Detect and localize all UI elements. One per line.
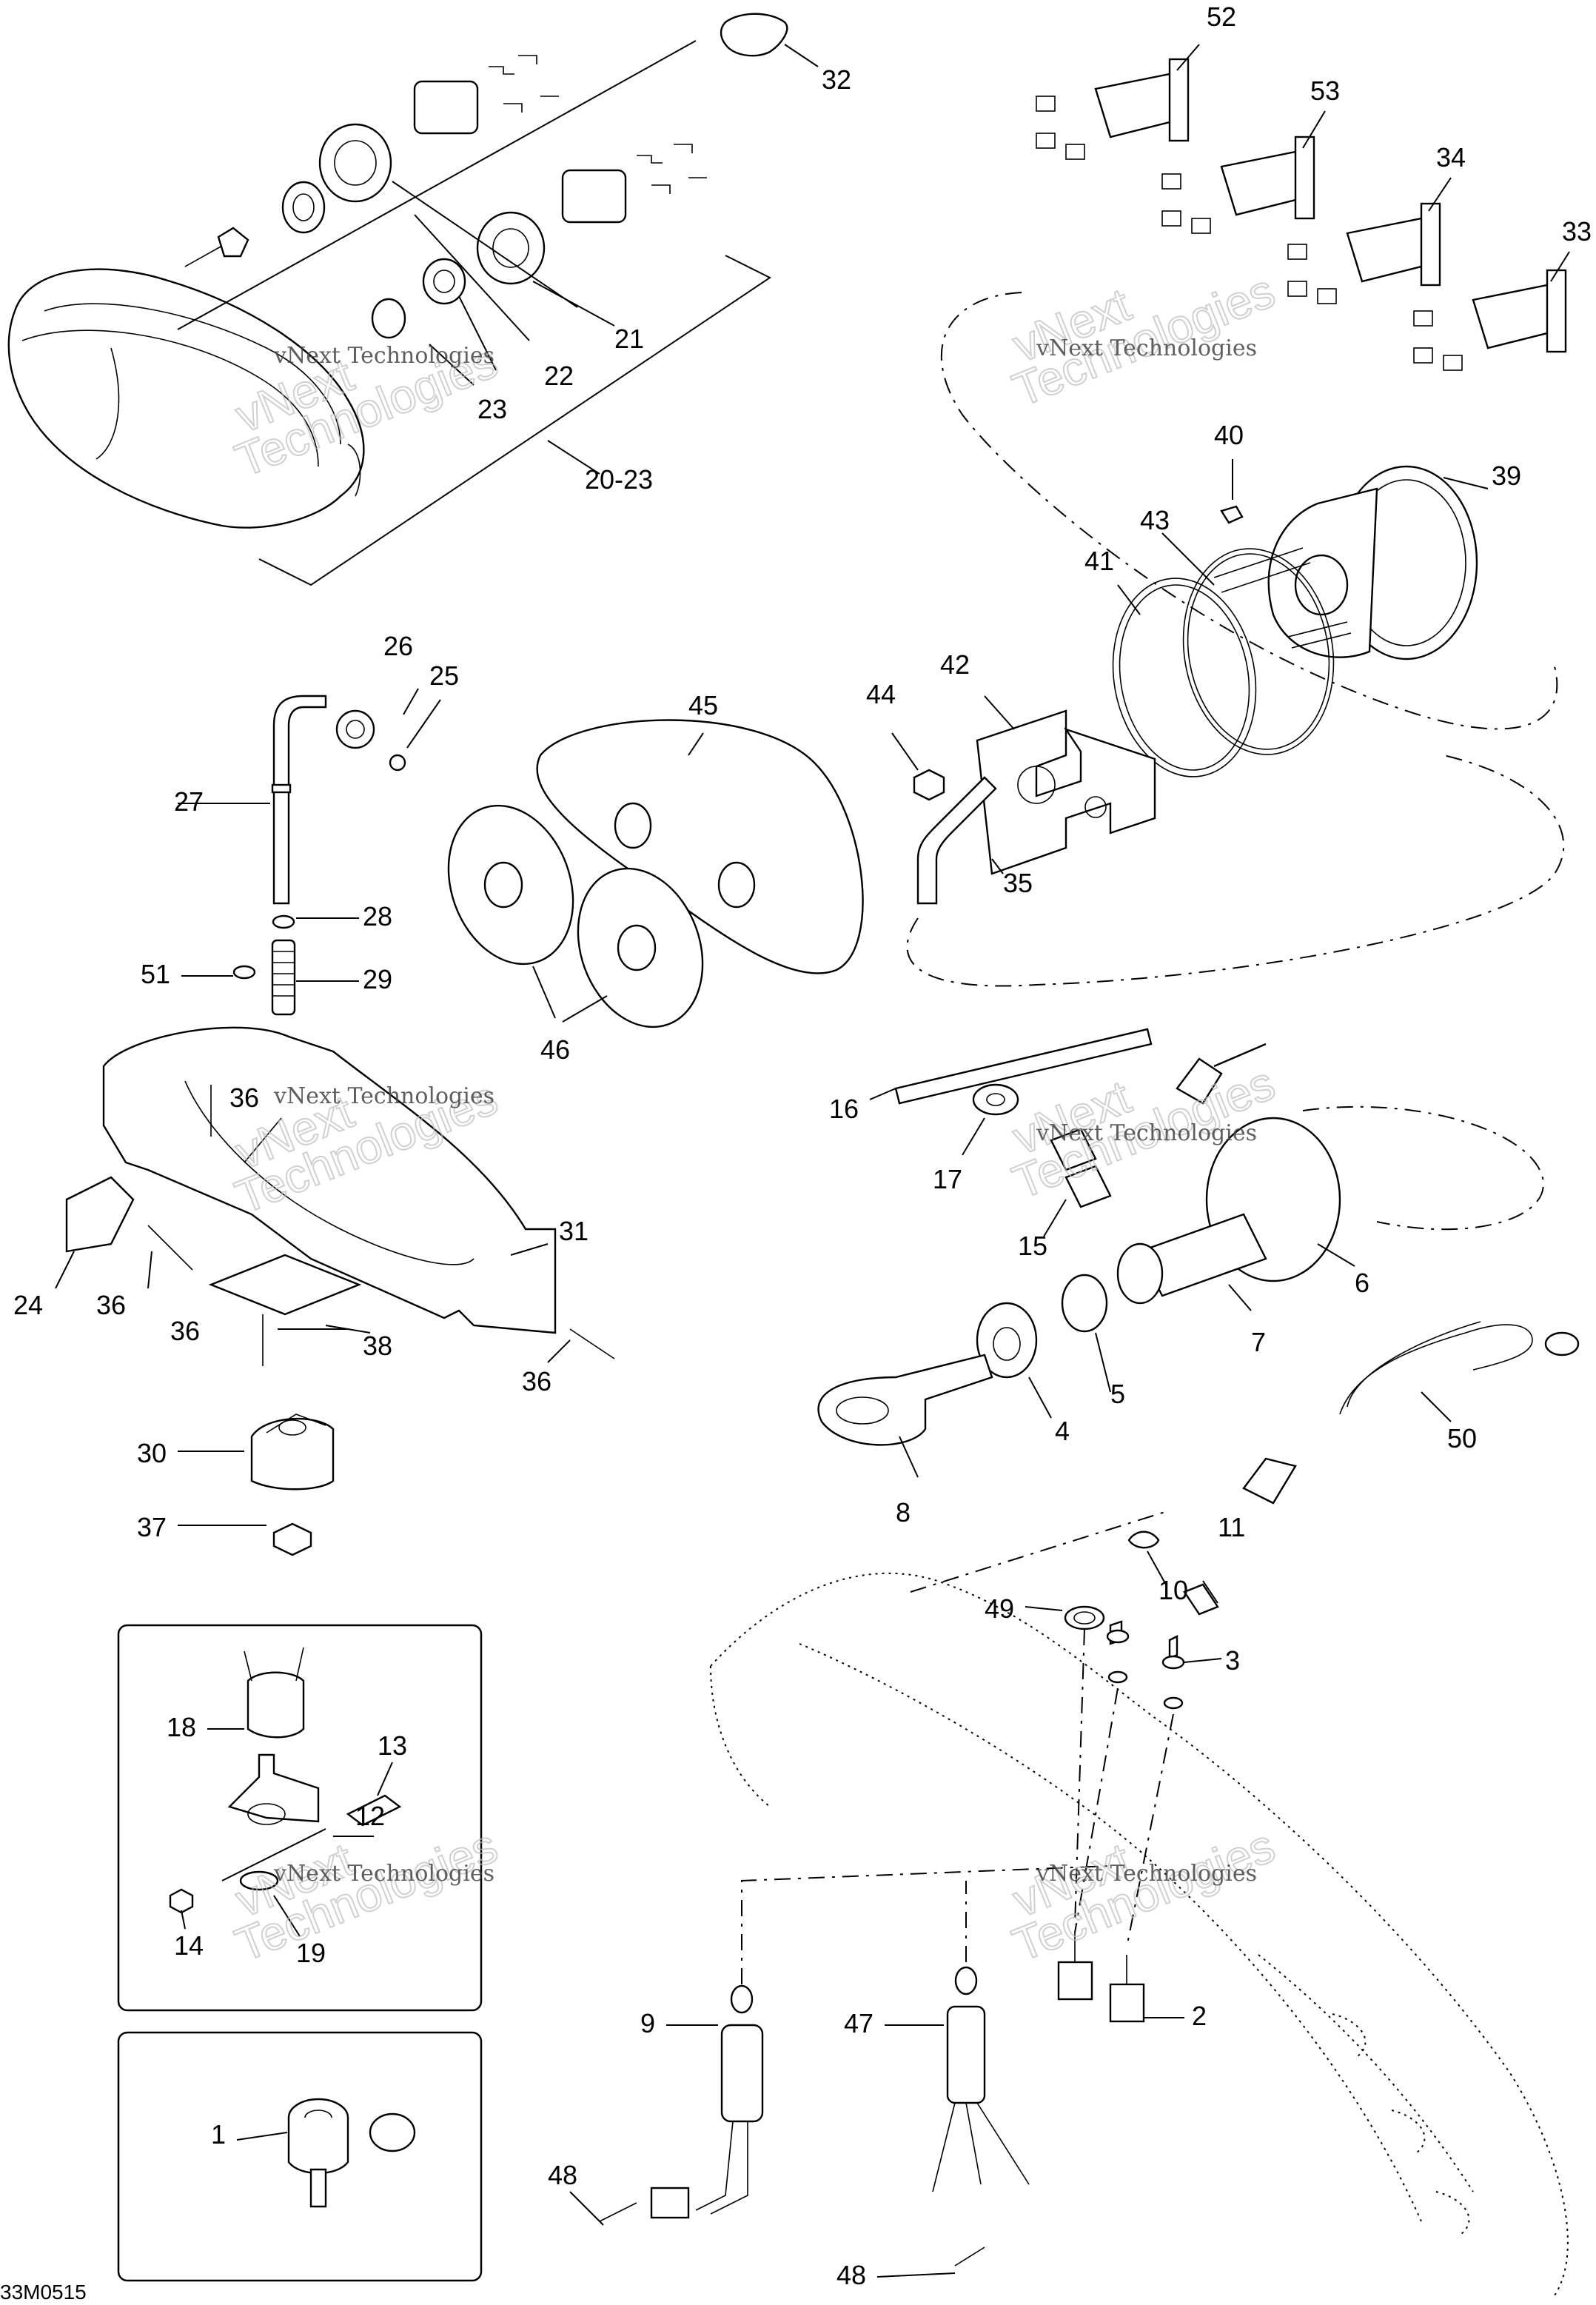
- callout-39: 39: [1492, 461, 1521, 491]
- callout-16: 16: [829, 1094, 859, 1124]
- callout-1: 1: [211, 2119, 226, 2150]
- callout-7: 7: [1251, 1327, 1266, 1357]
- callout-11: 11: [1218, 1512, 1245, 1542]
- callout-51: 51: [141, 959, 170, 989]
- callout-44: 44: [866, 679, 896, 709]
- callout-42: 42: [940, 649, 970, 680]
- watermark-text: vNext Technologies: [273, 343, 494, 369]
- callout-53: 53: [1310, 76, 1340, 106]
- callout-49: 49: [985, 1593, 1014, 1624]
- callout-3: 3: [1225, 1645, 1240, 1676]
- wiring-components: [569, 1605, 1222, 2278]
- callout-47: 47: [844, 2008, 874, 2038]
- callout-22: 22: [544, 361, 574, 391]
- callout-24: 24: [13, 1290, 43, 1320]
- callout-36-d: 36: [522, 1366, 551, 1396]
- callout-26: 26: [383, 631, 413, 661]
- callout-48-a: 48: [548, 2160, 577, 2190]
- inset-box-key-socket: [117, 2031, 483, 2282]
- callout-32: 32: [822, 64, 851, 95]
- callout-25: 25: [429, 660, 459, 691]
- callout-38: 38: [363, 1331, 392, 1361]
- watermark-text: vNext Technologies: [273, 1083, 494, 1109]
- callout-36-a: 36: [229, 1083, 259, 1113]
- callout-28: 28: [363, 901, 392, 931]
- callout-43: 43: [1140, 505, 1170, 535]
- switch-34: [1287, 202, 1441, 304]
- callout-41: 41: [1084, 546, 1114, 576]
- callout-37: 37: [137, 1512, 167, 1542]
- callout-21: 21: [614, 324, 644, 354]
- callout-15: 15: [1018, 1231, 1047, 1261]
- callout-19: 19: [296, 1938, 326, 1968]
- callout-30: 30: [137, 1438, 167, 1468]
- watermark-text: vNext Technologies: [1036, 1861, 1257, 1887]
- callout-29: 29: [363, 964, 392, 994]
- switch-52: [1036, 58, 1190, 160]
- cable-and-panel: [55, 688, 615, 1556]
- watermark-layer: vNext Technologies vNext Technologies vN…: [227, 263, 1282, 1973]
- callout-33: 33: [1562, 216, 1592, 247]
- callout-31: 31: [559, 1216, 589, 1246]
- callout-9: 9: [640, 2008, 655, 2038]
- lanyard: [910, 1321, 1580, 1616]
- callout-17: 17: [933, 1164, 962, 1194]
- watermark-text: vNext Technologies: [1036, 1120, 1257, 1146]
- callout-10: 10: [1159, 1575, 1188, 1605]
- callout-52: 52: [1207, 1, 1236, 32]
- callout-20-23: 20-23: [585, 464, 653, 495]
- callout-50: 50: [1447, 1423, 1477, 1453]
- headlight-assembly: [7, 13, 819, 586]
- callout-13: 13: [378, 1730, 407, 1761]
- switches-group: [1036, 44, 1570, 371]
- callout-5: 5: [1110, 1379, 1125, 1409]
- ignition-switch: [817, 1028, 1544, 1478]
- callout-45: 45: [688, 690, 718, 720]
- switch-33: [1413, 269, 1567, 371]
- drawing-code: 33M0515: [0, 2281, 87, 2304]
- callout-8: 8: [896, 1497, 911, 1528]
- callout-40: 40: [1214, 420, 1244, 450]
- plates: [447, 719, 864, 1028]
- callout-12: 12: [355, 1801, 385, 1831]
- callout-18: 18: [167, 1712, 196, 1742]
- switch-53: [1161, 136, 1315, 234]
- callout-6: 6: [1355, 1268, 1369, 1298]
- watermark-text: vNext Technologies: [273, 1861, 494, 1887]
- inset-box-ignition: [117, 1624, 483, 2012]
- callout-36-b: 36: [96, 1290, 126, 1320]
- callout-36-c: 36: [170, 1316, 200, 1346]
- watermark-text: vNext Technologies: [1036, 335, 1257, 361]
- callout-2: 2: [1192, 2001, 1207, 2031]
- callout-4: 4: [1055, 1416, 1070, 1446]
- callout-23: 23: [477, 394, 507, 424]
- callout-48-b: 48: [836, 2260, 866, 2290]
- callout-14: 14: [174, 1930, 204, 1961]
- callout-35: 35: [1003, 868, 1033, 898]
- callout-27: 27: [174, 786, 204, 817]
- gauge-assembly: [891, 292, 1565, 987]
- hull-outline: [710, 1572, 1569, 2296]
- callout-34: 34: [1436, 142, 1466, 173]
- callout-46: 46: [540, 1034, 570, 1065]
